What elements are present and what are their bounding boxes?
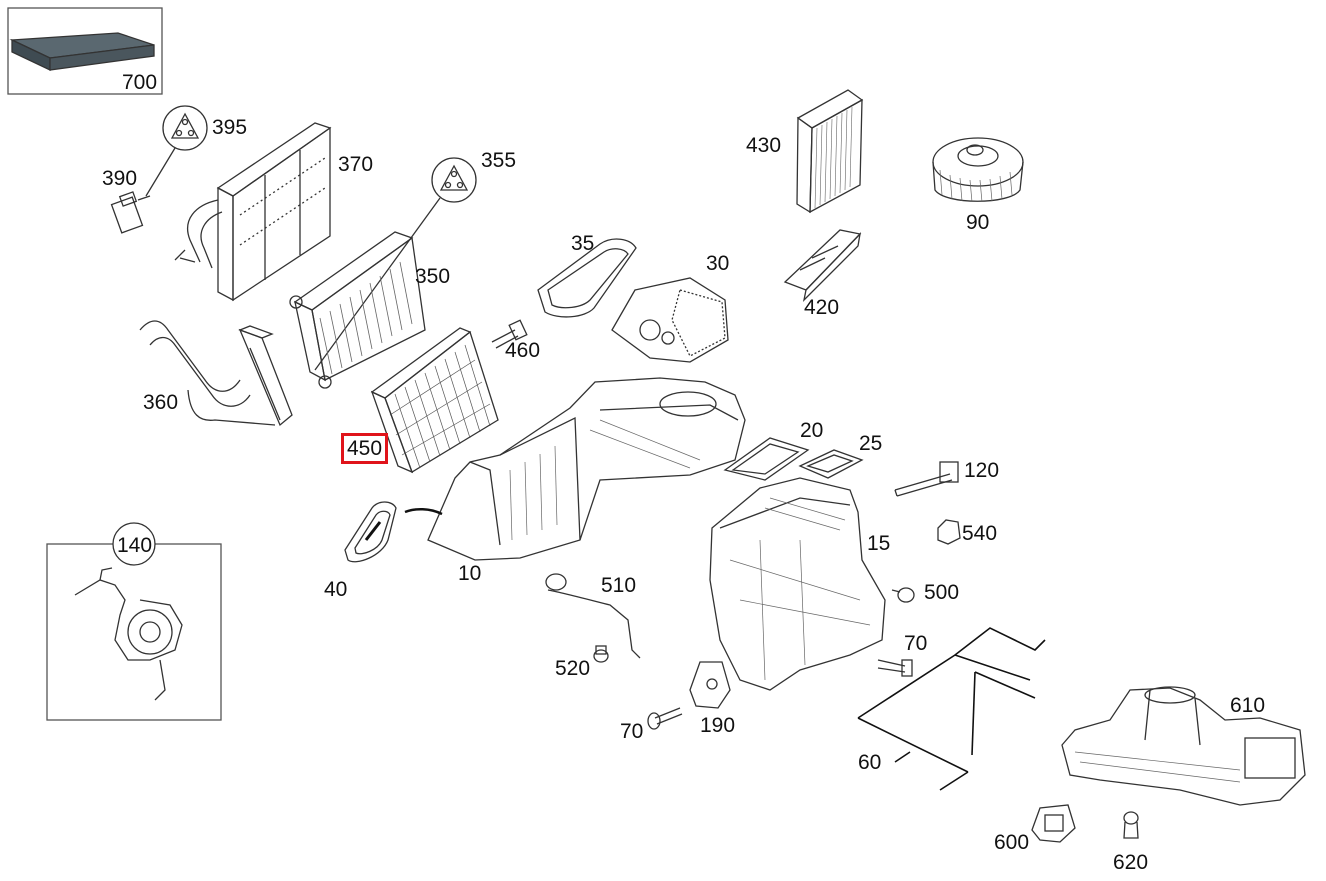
label-70-lower[interactable]: 70 bbox=[620, 720, 644, 743]
part-420-bracket-illustration[interactable] bbox=[783, 229, 862, 302]
part-140-inset-illustration[interactable] bbox=[46, 522, 222, 721]
label-430[interactable]: 430 bbox=[746, 134, 782, 157]
part-600-actuator-illustration[interactable] bbox=[1031, 804, 1076, 843]
part-60-cable-harness-illustration[interactable] bbox=[857, 627, 1046, 791]
label-355[interactable]: 355 bbox=[481, 149, 517, 172]
part-450-heat-exchanger-illustration[interactable] bbox=[370, 327, 499, 474]
label-70-upper[interactable]: 70 bbox=[904, 632, 928, 655]
part-90-blower-motor-illustration[interactable] bbox=[932, 137, 1024, 203]
part-40-seal-illustration[interactable] bbox=[344, 501, 397, 563]
part-370-evaporator-illustration[interactable] bbox=[174, 122, 332, 302]
label-510[interactable]: 510 bbox=[601, 574, 637, 597]
part-70-screw-upper-illustration[interactable] bbox=[877, 659, 913, 677]
label-120[interactable]: 120 bbox=[964, 459, 1000, 482]
label-450-highlighted[interactable]: 450 bbox=[341, 433, 389, 464]
label-40[interactable]: 40 bbox=[324, 578, 348, 601]
part-700-filter-pad-illustration[interactable] bbox=[7, 7, 163, 95]
label-500[interactable]: 500 bbox=[924, 581, 960, 604]
part-10-hvac-housing-illustration[interactable] bbox=[404, 377, 746, 561]
part-520-clip-illustration[interactable] bbox=[593, 645, 609, 663]
label-190[interactable]: 190 bbox=[700, 714, 736, 737]
label-360[interactable]: 360 bbox=[143, 391, 179, 414]
label-15[interactable]: 15 bbox=[867, 532, 891, 555]
part-510-linkage-illustration[interactable] bbox=[545, 573, 641, 659]
part-390-expansion-valve-illustration[interactable] bbox=[110, 191, 151, 234]
label-390[interactable]: 390 bbox=[102, 167, 138, 190]
label-60[interactable]: 60 bbox=[858, 751, 882, 774]
part-540-cap-illustration[interactable] bbox=[937, 519, 961, 545]
part-395-seal-illustration[interactable] bbox=[145, 105, 208, 197]
part-70-screw-lower-illustration[interactable] bbox=[647, 707, 683, 730]
part-120-sensor-illustration[interactable] bbox=[894, 461, 959, 497]
label-30[interactable]: 30 bbox=[706, 252, 730, 275]
label-395[interactable]: 395 bbox=[212, 116, 248, 139]
label-540[interactable]: 540 bbox=[962, 522, 998, 545]
part-15-hvac-housing-illustration[interactable] bbox=[709, 477, 886, 691]
part-30-housing-illustration[interactable] bbox=[611, 277, 729, 363]
label-10[interactable]: 10 bbox=[458, 562, 482, 585]
label-700[interactable]: 700 bbox=[122, 71, 158, 94]
label-90[interactable]: 90 bbox=[966, 211, 990, 234]
label-620[interactable]: 620 bbox=[1113, 851, 1149, 874]
label-610[interactable]: 610 bbox=[1230, 694, 1266, 717]
part-460-screw-illustration[interactable] bbox=[491, 319, 528, 349]
part-610-rear-hvac-unit-illustration[interactable] bbox=[1061, 686, 1306, 806]
label-370[interactable]: 370 bbox=[338, 153, 374, 176]
label-20[interactable]: 20 bbox=[800, 419, 824, 442]
part-500-screw-illustration[interactable] bbox=[891, 587, 915, 603]
part-430-cabin-filter-illustration[interactable] bbox=[796, 89, 864, 214]
label-420[interactable]: 420 bbox=[804, 296, 840, 319]
label-350[interactable]: 350 bbox=[415, 265, 451, 288]
part-620-bolt-illustration[interactable] bbox=[1123, 811, 1139, 839]
label-140[interactable]: 140 bbox=[117, 534, 153, 557]
label-25[interactable]: 25 bbox=[859, 432, 883, 455]
part-190-actuator-illustration[interactable] bbox=[689, 661, 731, 709]
part-25-gasket-illustration[interactable] bbox=[798, 449, 864, 479]
label-520[interactable]: 520 bbox=[555, 657, 591, 680]
label-600[interactable]: 600 bbox=[994, 831, 1030, 854]
part-350-heat-exchanger-illustration[interactable] bbox=[289, 231, 426, 389]
part-360-heater-core-illustration[interactable] bbox=[139, 320, 293, 427]
label-460[interactable]: 460 bbox=[505, 339, 541, 362]
part-355-seal-illustration[interactable] bbox=[314, 157, 477, 371]
part-20-gasket-illustration[interactable] bbox=[723, 437, 810, 481]
part-35-gasket-illustration[interactable] bbox=[537, 238, 637, 318]
label-35[interactable]: 35 bbox=[571, 232, 595, 255]
